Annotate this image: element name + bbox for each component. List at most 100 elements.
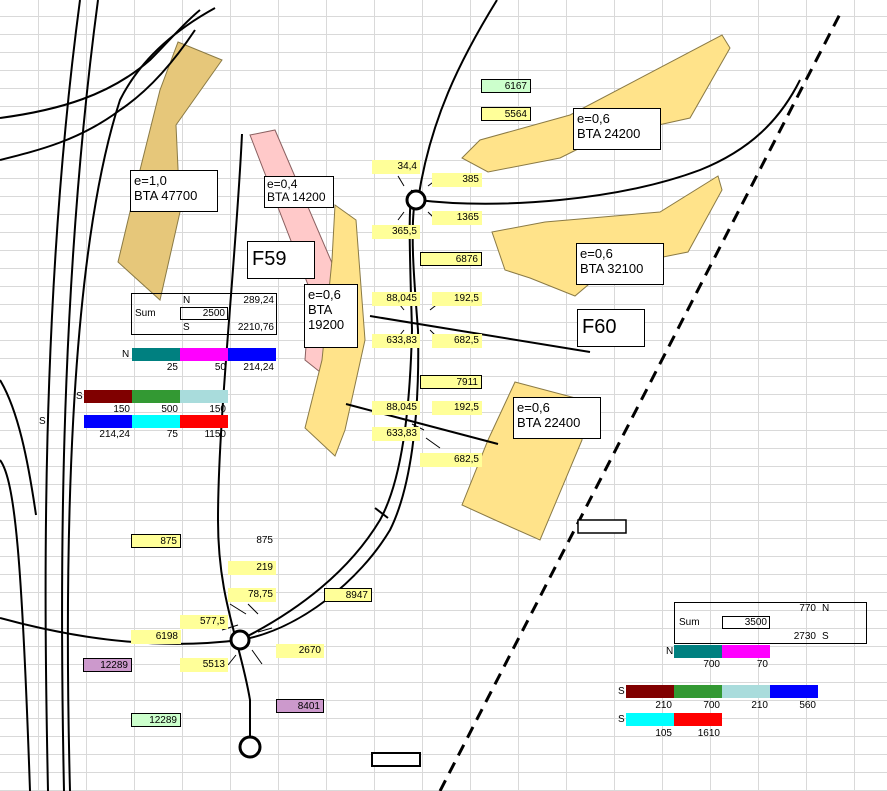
summary-right-s1-label: S bbox=[618, 686, 625, 697]
summary-right-s2-val-0: 105 bbox=[655, 728, 672, 739]
summary-right-n-label: N bbox=[822, 603, 830, 614]
swatch-cyan-r bbox=[626, 713, 674, 726]
summary-right-n-val-1: 70 bbox=[756, 659, 768, 670]
summary-left-n-val-0: 25 bbox=[166, 362, 178, 373]
summary-right-sum-label: Sum bbox=[679, 617, 700, 628]
callout-text: BTA 32100 bbox=[580, 261, 644, 276]
cell-385[interactable]: 385 bbox=[432, 173, 482, 187]
callout-zone-e06c: e=0,6 BTA 32100 bbox=[576, 243, 664, 285]
callout-text: e=0,6 bbox=[577, 111, 610, 126]
summary-right-n-row-label: N bbox=[666, 646, 674, 657]
cell-682-5-b[interactable]: 682,5 bbox=[420, 453, 482, 467]
cell-8947[interactable]: 8947 bbox=[324, 588, 372, 602]
cell-6876[interactable]: 6876 bbox=[420, 252, 482, 266]
swatch-magenta bbox=[180, 348, 228, 361]
drift-left-3 bbox=[66, 7, 216, 791]
summary-left-s2-val-1: 75 bbox=[166, 429, 178, 440]
cell-7911[interactable]: 7911 bbox=[420, 375, 482, 389]
summary-left-sum-label: Sum bbox=[135, 308, 156, 319]
cell-88-045-b[interactable]: 88,045 bbox=[372, 401, 420, 415]
callout-text: BTA 22400 bbox=[517, 415, 581, 430]
summary-left-n-value: 289,24 bbox=[243, 295, 274, 306]
cell-192-5-a[interactable]: 192,5 bbox=[432, 292, 482, 306]
swatch-green-r bbox=[674, 685, 722, 698]
drift-left-2 bbox=[60, 0, 99, 791]
empty-cell-box bbox=[577, 519, 627, 534]
cell-88-045-a[interactable]: 88,045 bbox=[372, 292, 420, 306]
cell-875-a[interactable]: 875 bbox=[131, 534, 181, 548]
cell-219[interactable]: 219 bbox=[228, 561, 276, 575]
summary-left-n-label: N bbox=[183, 295, 191, 306]
callout-text: BTA 14200 bbox=[267, 190, 326, 204]
cell-365-5[interactable]: 365,5 bbox=[372, 225, 420, 239]
summary-left-s1-val-0: 150 bbox=[113, 404, 130, 415]
summary-left-n-val-1: 50 bbox=[214, 362, 226, 373]
callout-zone-e10: e=1,0 BTA 47700 bbox=[130, 170, 218, 212]
drift-bottom-left-b bbox=[239, 189, 414, 641]
cell-34-4[interactable]: 34,4 bbox=[372, 160, 420, 174]
cell-6167[interactable]: 6167 bbox=[481, 79, 531, 93]
summary-right-s-value: 2730 bbox=[793, 631, 816, 642]
shaft-central bbox=[229, 629, 251, 651]
cell-78-75[interactable]: 78,75 bbox=[228, 588, 276, 602]
cell-2670[interactable]: 2670 bbox=[276, 644, 324, 658]
cell-12289-b[interactable]: 12289 bbox=[131, 713, 181, 727]
summary-left-n-row-label: N bbox=[122, 349, 130, 360]
shaft-north bbox=[405, 189, 427, 211]
cell-682-5-a[interactable]: 682,5 bbox=[432, 334, 482, 348]
fault-dashed bbox=[438, 13, 842, 791]
drift-east bbox=[417, 79, 801, 205]
swatch-blue-r bbox=[770, 685, 818, 698]
section-line-2 bbox=[345, 403, 499, 445]
summary-right-s2-label: S bbox=[618, 714, 625, 725]
drift-upper-left-b bbox=[0, 29, 196, 161]
callout-text: e=0,6 bbox=[517, 400, 550, 415]
summary-left-n-val-2: 214,24 bbox=[243, 362, 274, 373]
summary-right-s1-val-2: 210 bbox=[751, 700, 768, 711]
cell-12289-a[interactable]: 12289 bbox=[83, 658, 132, 672]
cell-1365[interactable]: 1365 bbox=[432, 211, 482, 225]
drift-upper-left bbox=[0, 9, 201, 119]
cell-633-83-a[interactable]: 633,83 bbox=[372, 334, 420, 348]
cell-192-5-b[interactable]: 192,5 bbox=[432, 401, 482, 415]
callout-text: BTA 24200 bbox=[577, 126, 641, 141]
summary-left-s1-val-1: 500 bbox=[161, 404, 178, 415]
callout-zone-e06b: e=0,6 BTA 24200 bbox=[573, 108, 661, 150]
summary-right-s1-val-3: 560 bbox=[799, 700, 816, 711]
callout-text: BTA 47700 bbox=[134, 188, 198, 203]
swatch-red bbox=[180, 415, 228, 428]
cell-577-5[interactable]: 577,5 bbox=[180, 615, 228, 629]
summary-left-s1-val-2: 150 bbox=[209, 404, 226, 415]
cell-5513[interactable]: 5513 bbox=[180, 658, 228, 672]
swatch-blue-2 bbox=[84, 415, 132, 428]
summary-right-box bbox=[674, 602, 867, 644]
cell-875-b[interactable]: 875 bbox=[256, 535, 273, 546]
callout-text: 19200 bbox=[308, 317, 345, 332]
summary-left-sum-value[interactable]: 2500 bbox=[180, 307, 228, 320]
summary-right-sum-value[interactable]: 3500 bbox=[722, 616, 770, 629]
callout-zone-e06a: e=0,6 BTA 19200 bbox=[304, 284, 358, 348]
cell-6198[interactable]: 6198 bbox=[131, 630, 181, 644]
drift-north bbox=[417, 0, 498, 201]
tick-mark bbox=[374, 507, 389, 519]
summary-right-s2-val-1: 1610 bbox=[697, 728, 720, 739]
callout-text: e=0,6 bbox=[308, 287, 341, 302]
summary-left-s-side-label: S bbox=[39, 416, 46, 427]
drift-far-left-b bbox=[0, 459, 31, 791]
swatch-darkred bbox=[84, 390, 132, 403]
summary-left-s-label: S bbox=[183, 322, 190, 333]
callout-text: BTA bbox=[308, 302, 333, 317]
empty-cell-box-bottom bbox=[371, 752, 421, 767]
ore-zone-yellow-b bbox=[461, 34, 731, 173]
swatch-teal-r bbox=[674, 645, 722, 658]
callout-zone-e04: e=0,4 BTA 14200 bbox=[264, 176, 334, 208]
swatch-darkred-r bbox=[626, 685, 674, 698]
cell-8401[interactable]: 8401 bbox=[276, 699, 324, 713]
ore-zone-yellow-c bbox=[491, 175, 723, 297]
shaft-south bbox=[238, 735, 262, 759]
summary-right-s-label: S bbox=[822, 631, 829, 642]
swatch-blue bbox=[228, 348, 276, 361]
cell-5564[interactable]: 5564 bbox=[481, 107, 531, 121]
cell-633-83-b[interactable]: 633,83 bbox=[372, 427, 420, 441]
